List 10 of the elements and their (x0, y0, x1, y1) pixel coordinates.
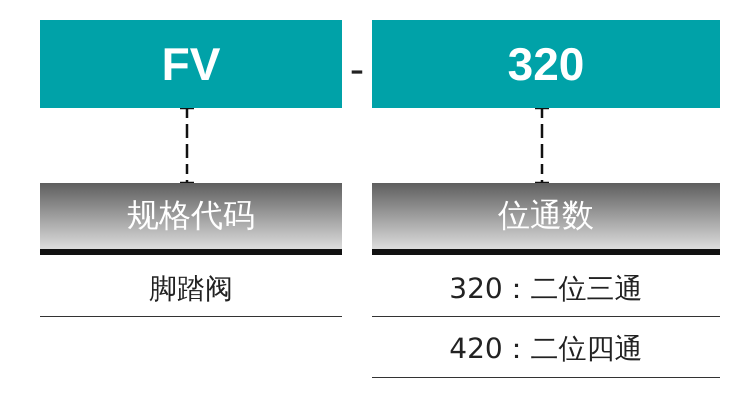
dashed-connector (534, 106, 550, 184)
dashed-connector (178, 106, 196, 184)
separator-dash: - (350, 47, 364, 93)
table-text: 320：二位三通 (449, 271, 643, 307)
model-code-box: 320 (372, 20, 720, 108)
category-header: 位通数 (372, 183, 720, 255)
model-code-box: FV (40, 20, 342, 108)
table-text: 脚踏阀 (149, 271, 233, 307)
category-header: 规格代码 (40, 183, 342, 255)
table-text: 420：二位四通 (449, 330, 643, 366)
